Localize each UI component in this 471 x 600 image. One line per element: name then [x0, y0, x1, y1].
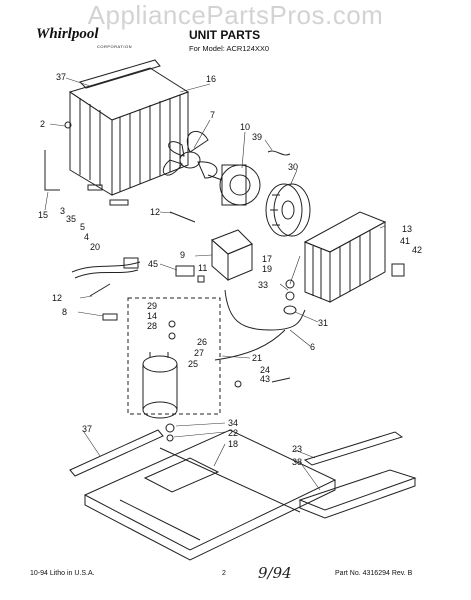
callout-number: 27 [194, 348, 204, 358]
callout-number: 12 [52, 293, 62, 303]
callout-number: 31 [318, 318, 328, 328]
callout-number: 26 [197, 337, 207, 347]
brand-logo: Whirlpool [36, 26, 99, 42]
footer-litho: 10-94 Litho in U.S.A. [30, 570, 95, 577]
tubing-drawing [214, 289, 306, 361]
callout-number: 43 [260, 374, 270, 384]
motor-bracket-drawing [211, 229, 253, 282]
callout-number: 45 [148, 259, 158, 269]
watermark-text: AppliancePartsPros.com [87, 0, 384, 30]
callout-number: 30 [288, 162, 298, 172]
callout-number: 7 [210, 110, 215, 120]
callout-number: 5 [80, 222, 85, 232]
small-parts-drawing [44, 121, 405, 442]
callout-number: 10 [240, 122, 250, 132]
side-panel-drawing [298, 431, 417, 519]
motor-drawing [207, 164, 261, 206]
callout-number: 33 [258, 280, 268, 290]
base-pan-drawing [83, 429, 337, 561]
callout-number: 15 [38, 210, 48, 220]
callout-number: 24 [260, 365, 270, 375]
footer-part-number: Part No. 4316294 Rev. B [335, 570, 413, 577]
callout-number: 28 [147, 321, 157, 331]
callout-number: 21 [252, 353, 262, 363]
callout-number: 35 [66, 214, 76, 224]
harness-drawing [71, 257, 141, 279]
callout-number: 2 [40, 119, 45, 129]
callout-number: 14 [147, 311, 157, 321]
callout-number: 11 [198, 263, 207, 273]
right-coil-drawing [303, 211, 387, 303]
callout-number: 6 [310, 342, 315, 352]
callout-number: 37 [82, 424, 92, 434]
callout-number: 39 [252, 132, 262, 142]
page-title: UNIT PARTS [189, 28, 261, 42]
brand-logo-sub: CORPORATION [97, 44, 132, 49]
callout-number: 18 [228, 439, 238, 449]
callout-number: 16 [206, 74, 216, 84]
callout-number: 13 [402, 224, 412, 234]
callout-number: 38 [292, 457, 302, 467]
leader-lines [44, 77, 386, 491]
callout-number: 8 [62, 307, 67, 317]
compressor-drawing [142, 352, 178, 419]
callout-number: 19 [262, 264, 272, 274]
callout-number: 3 [60, 206, 65, 216]
callout-labels: 37 16 7 2 10 39 30 15 3 35 5 4 12 13 41 … [38, 72, 422, 467]
lower-rail-drawing [69, 429, 164, 477]
blower-wheel-drawing [265, 183, 311, 237]
callout-number: 29 [147, 301, 157, 311]
footer-page-number: 2 [222, 570, 226, 577]
callout-number: 37 [56, 72, 66, 82]
callout-number: 34 [228, 418, 238, 428]
callout-number: 42 [412, 245, 422, 255]
callout-number: 41 [400, 236, 410, 246]
callout-number: 22 [228, 428, 238, 438]
callout-number: 17 [262, 254, 272, 264]
model-line: For Model: ACR124XX0 [189, 44, 270, 53]
footer-handwritten-date: 9/94 [258, 564, 292, 582]
fan-blade-drawing [163, 130, 218, 179]
compressor-group-box [127, 297, 221, 415]
callout-number: 20 [90, 242, 100, 252]
callout-number: 25 [188, 359, 198, 369]
callout-number: 12 [150, 207, 160, 217]
top-coil-drawing [68, 59, 190, 196]
callout-number: 23 [292, 444, 302, 454]
callout-number: 4 [84, 232, 89, 242]
callout-number: 9 [180, 250, 185, 260]
